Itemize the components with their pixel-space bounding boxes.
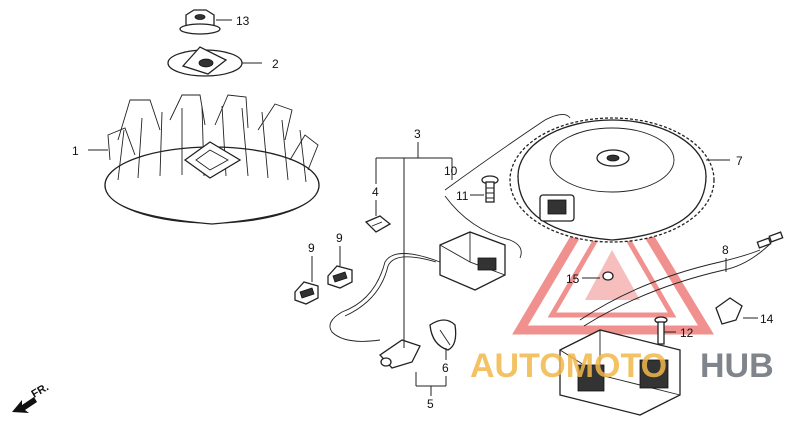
cooling-fan-part: [104, 94, 320, 225]
callout-11: 11: [456, 189, 469, 203]
callout-6: 6: [442, 361, 449, 375]
callout-4: 4: [372, 185, 379, 199]
callout-13: 13: [236, 14, 250, 28]
flywheel-part: [509, 117, 715, 243]
callout-10: 10: [444, 164, 458, 178]
wire-clip-part: [364, 215, 392, 233]
callout-7: 7: [736, 154, 743, 168]
watermark-text: AUTOMOTO HUB: [470, 347, 774, 385]
clamp-left-part: [294, 281, 319, 305]
clamp-right-part: [327, 265, 353, 289]
direction-label: FR.: [30, 381, 51, 400]
callout-5: 5: [427, 397, 434, 411]
callout-9-left: 9: [308, 241, 315, 255]
callout-8: 8: [722, 243, 729, 257]
callout-2: 2: [272, 57, 279, 71]
callout-labels: 13 2 1 3 10 4 11 7 9 9 8 15 14 12 6 5: [72, 14, 774, 411]
bolt-11-part: [481, 175, 499, 203]
flange-nut-part: [179, 9, 221, 35]
callout-12: 12: [680, 326, 694, 340]
callout-15: 15: [566, 272, 580, 286]
callout-1: 1: [72, 144, 79, 158]
front-direction-indicator: FR.: [12, 381, 51, 413]
callout-14: 14: [760, 312, 774, 326]
watermark-part1: AUTOMOTO: [470, 347, 667, 385]
callout-3: 3: [414, 127, 421, 141]
ignition-coil-part: [329, 114, 571, 342]
callout-9-right: 9: [336, 231, 343, 245]
spark-plug-cap-part: [379, 319, 457, 369]
arrow-icon: [12, 397, 37, 413]
charge-coil-part: [559, 231, 784, 416]
leader-lines: [88, 19, 758, 396]
watermark-part2: HUB: [700, 347, 774, 385]
pulley-plate-part: [167, 46, 243, 77]
